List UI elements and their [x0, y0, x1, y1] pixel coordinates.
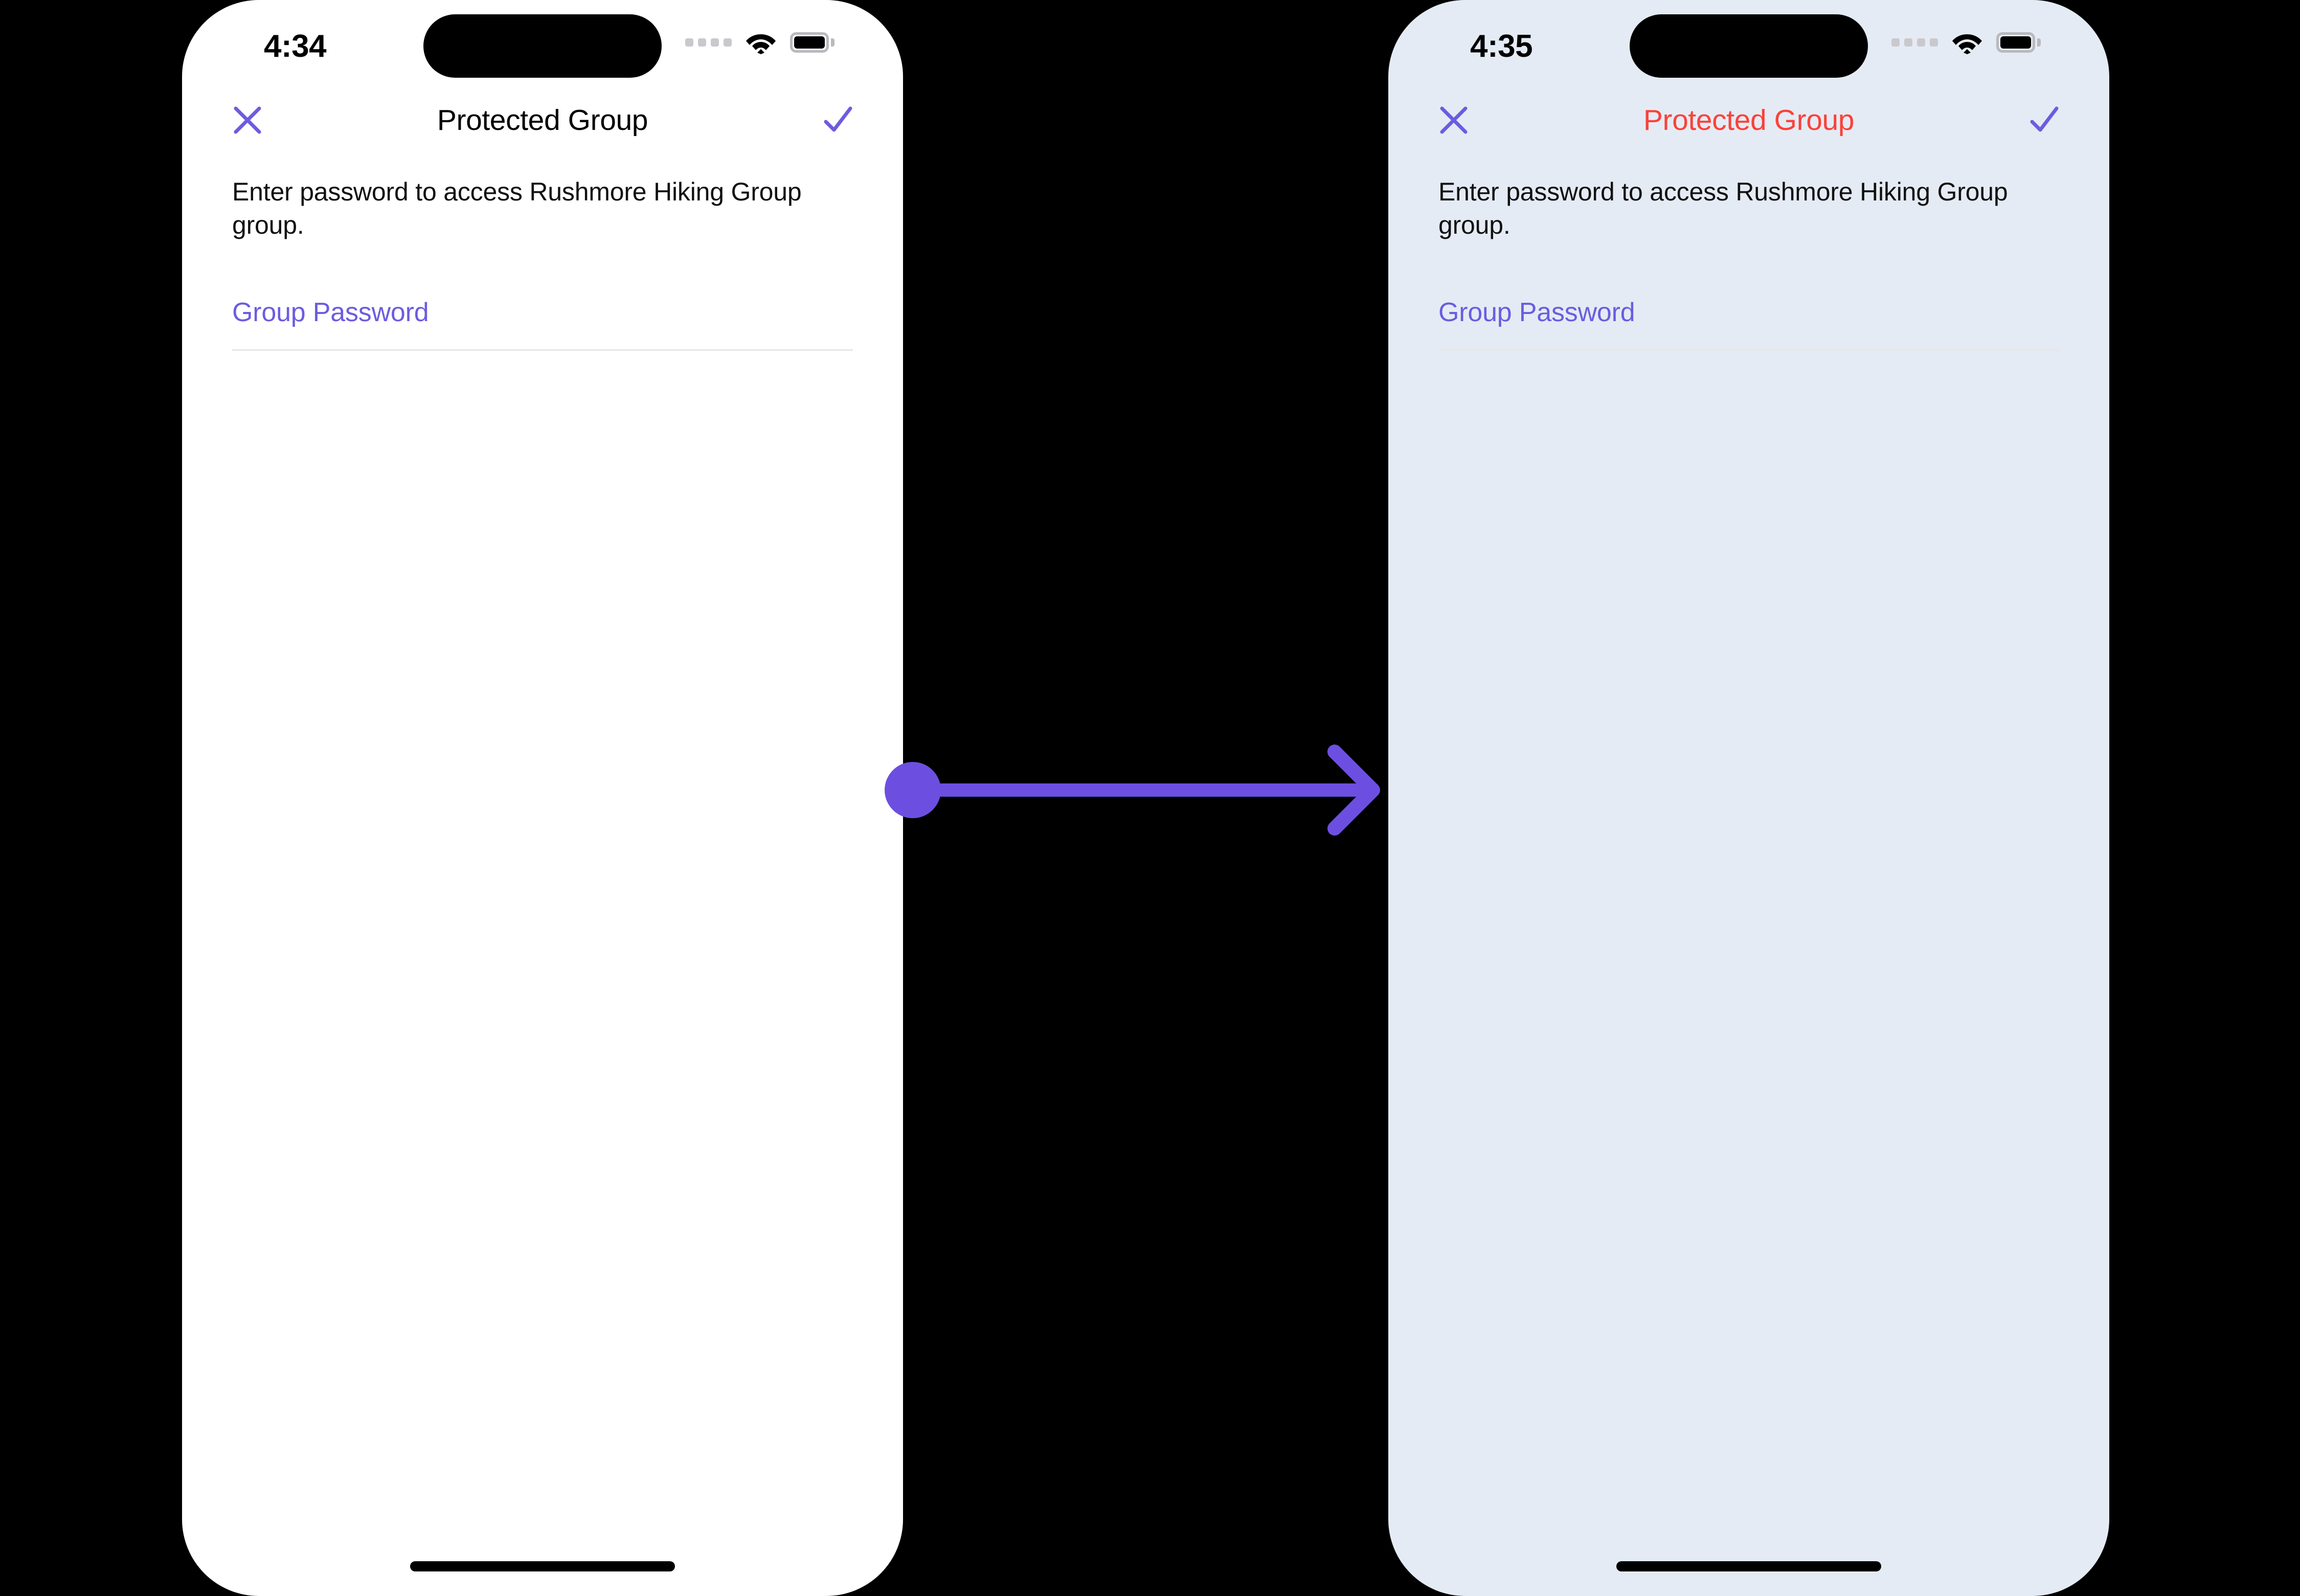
close-x-icon — [1440, 106, 1468, 134]
dynamic-island — [1630, 14, 1868, 78]
home-indicator-wrap — [182, 1561, 903, 1571]
group-password-field[interactable]: Group Password — [232, 297, 853, 351]
page-title: Protected Group — [1643, 104, 1855, 137]
field-underline — [232, 349, 853, 351]
status-time: 4:35 — [1470, 29, 1533, 64]
close-button[interactable] — [1429, 96, 1478, 145]
close-button[interactable] — [223, 96, 272, 145]
page-title: Protected Group — [437, 104, 648, 137]
status-icons — [1891, 31, 2041, 54]
status-icons — [685, 31, 835, 54]
signal-dots-icon — [1891, 38, 1938, 47]
instruction-text: Enter password to access Rushmore Hiking… — [1438, 177, 2008, 239]
status-time: 4:34 — [264, 29, 327, 64]
checkmark-icon — [824, 106, 852, 132]
phone-screenshot-after: 4:35 Protected Group — [1388, 0, 2109, 1596]
group-password-label: Group Password — [1438, 298, 1635, 327]
close-x-icon — [234, 106, 261, 134]
wifi-icon — [1952, 34, 1982, 54]
wifi-icon — [746, 34, 776, 54]
app-screen-before: 4:34 Protected Group — [182, 0, 903, 1596]
field-underline — [1438, 349, 2059, 351]
phone-screenshot-before: 4:34 Protected Group — [182, 0, 903, 1596]
confirm-button[interactable] — [2019, 96, 2068, 145]
battery-full-icon — [1996, 32, 2041, 53]
group-password-label: Group Password — [232, 298, 429, 327]
status-bar: 4:34 — [182, 0, 903, 89]
home-indicator[interactable] — [1616, 1561, 1881, 1571]
app-screen-after: 4:35 Protected Group — [1388, 0, 2109, 1596]
group-password-field[interactable]: Group Password — [1438, 297, 2059, 351]
content-area: Enter password to access Rushmore Hiking… — [182, 151, 903, 1596]
nav-bar: Protected Group — [1388, 89, 2109, 151]
home-indicator-wrap — [1388, 1561, 2109, 1571]
home-indicator[interactable] — [410, 1561, 675, 1571]
nav-bar: Protected Group — [182, 89, 903, 151]
instruction-text: Enter password to access Rushmore Hiking… — [232, 177, 802, 239]
confirm-button[interactable] — [813, 96, 862, 145]
content-area: Enter password to access Rushmore Hiking… — [1388, 151, 2109, 1596]
signal-dots-icon — [685, 38, 732, 47]
checkmark-icon — [2030, 106, 2059, 132]
status-bar: 4:35 — [1388, 0, 2109, 89]
battery-full-icon — [790, 32, 835, 53]
dynamic-island — [423, 14, 662, 78]
transition-arrow-icon — [885, 745, 1380, 836]
